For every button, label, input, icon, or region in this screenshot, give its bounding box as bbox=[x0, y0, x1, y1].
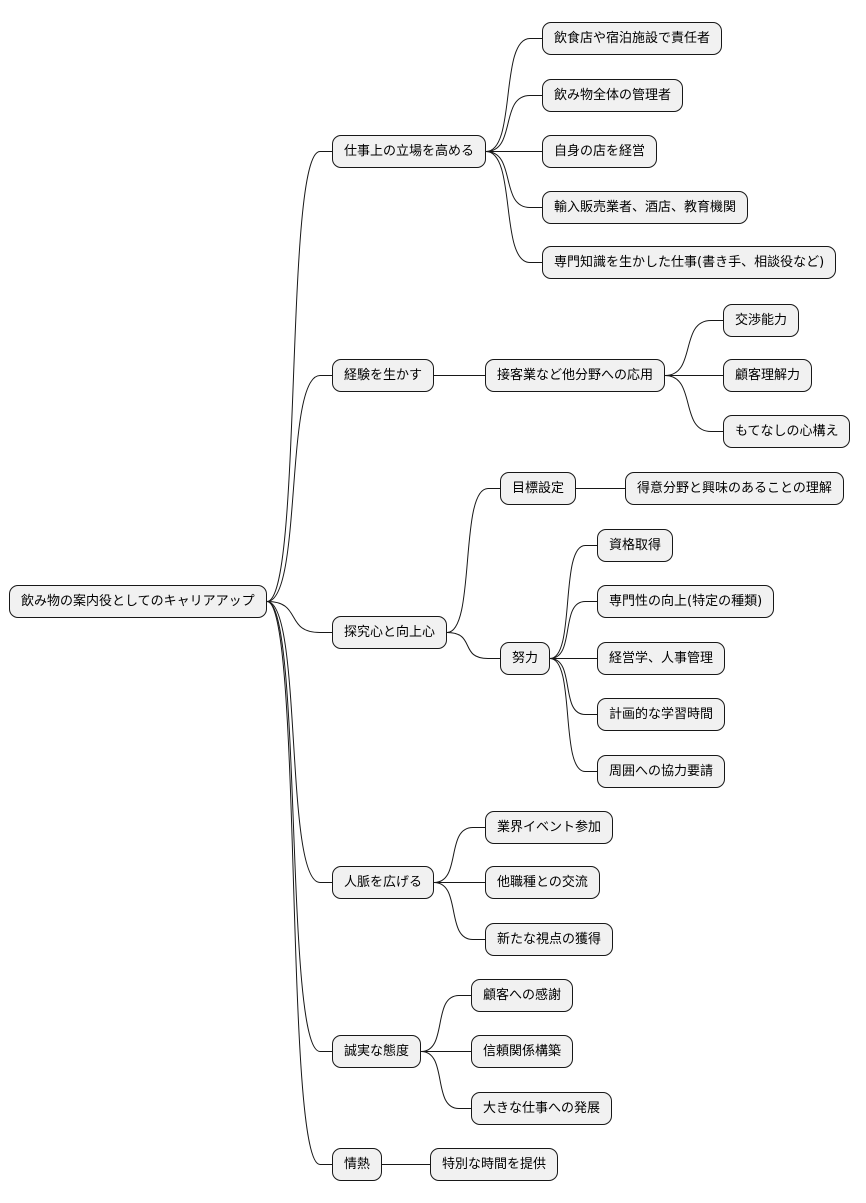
branch-node-use-experience: 経験を生かす bbox=[332, 359, 435, 392]
leaf-node: 大きな仕事への発展 bbox=[471, 1092, 613, 1125]
sub-branch-node: 努力 bbox=[500, 642, 551, 675]
connector-line bbox=[266, 601, 332, 1052]
branch-node-network: 人脈を広げる bbox=[332, 866, 435, 899]
connector-line bbox=[266, 601, 332, 883]
leaf-node: 計画的な学習時間 bbox=[597, 698, 726, 731]
leaf-node: 経営学、人事管理 bbox=[597, 642, 726, 675]
branch-node-career-position: 仕事上の立場を高める bbox=[332, 135, 487, 168]
leaf-node: 特別な時間を提供 bbox=[430, 1148, 559, 1181]
connector-line bbox=[549, 658, 597, 772]
leaf-node: 専門性の向上(特定の種類) bbox=[597, 585, 775, 618]
leaf-node: 専門知識を生かした仕事(書き手、相談役など) bbox=[542, 246, 837, 279]
leaf-node: 飲み物全体の管理者 bbox=[542, 79, 684, 112]
leaf-node: 飲食店や宿泊施設で責任者 bbox=[542, 22, 723, 55]
branch-node-sincerity: 誠実な態度 bbox=[332, 1035, 422, 1068]
connector-line bbox=[485, 151, 542, 263]
leaf-node: 業界イベント参加 bbox=[485, 811, 614, 844]
leaf-node: 輸入販売業者、酒店、教育機関 bbox=[542, 191, 749, 224]
connector-line bbox=[266, 601, 332, 1165]
leaf-node: 交渉能力 bbox=[723, 304, 800, 337]
connector-line bbox=[485, 95, 542, 152]
connector-line bbox=[549, 601, 597, 659]
connector-line bbox=[420, 1051, 471, 1109]
leaf-node: 新たな視点の獲得 bbox=[485, 923, 614, 956]
connector-line bbox=[420, 995, 471, 1052]
leaf-node: 自身の店を経営 bbox=[542, 135, 658, 168]
connector-line bbox=[549, 545, 597, 659]
root-node: 飲み物の案内役としてのキャリアアップ bbox=[9, 585, 267, 618]
connector-line bbox=[485, 151, 542, 208]
leaf-node: 顧客理解力 bbox=[723, 359, 813, 392]
connector-line bbox=[446, 632, 500, 659]
connector-line bbox=[266, 151, 332, 602]
branch-node-passion: 情熱 bbox=[332, 1148, 383, 1181]
connector-line bbox=[266, 601, 332, 633]
leaf-node: もてなしの心構え bbox=[723, 415, 851, 448]
sub-branch-node: 接客業など他分野への応用 bbox=[485, 359, 666, 392]
connector-line bbox=[664, 320, 723, 376]
leaf-node: 他職種との交流 bbox=[485, 866, 600, 899]
sub-branch-node: 目標設定 bbox=[500, 472, 577, 505]
connector-line bbox=[266, 375, 332, 602]
leaf-node: 顧客への感謝 bbox=[471, 979, 574, 1012]
connector-line bbox=[433, 882, 485, 940]
connector-line bbox=[485, 38, 542, 152]
leaf-node: 資格取得 bbox=[597, 529, 674, 562]
leaf-node: 周囲への協力要請 bbox=[597, 755, 726, 788]
leaf-node: 信頼関係構築 bbox=[471, 1035, 574, 1068]
connector-line bbox=[549, 658, 597, 715]
leaf-node: 得意分野と興味のあることの理解 bbox=[625, 472, 844, 505]
connector-line bbox=[446, 488, 500, 633]
connector-line bbox=[664, 375, 723, 432]
branch-node-curiosity: 探究心と向上心 bbox=[332, 616, 448, 649]
connector-line bbox=[433, 827, 485, 883]
